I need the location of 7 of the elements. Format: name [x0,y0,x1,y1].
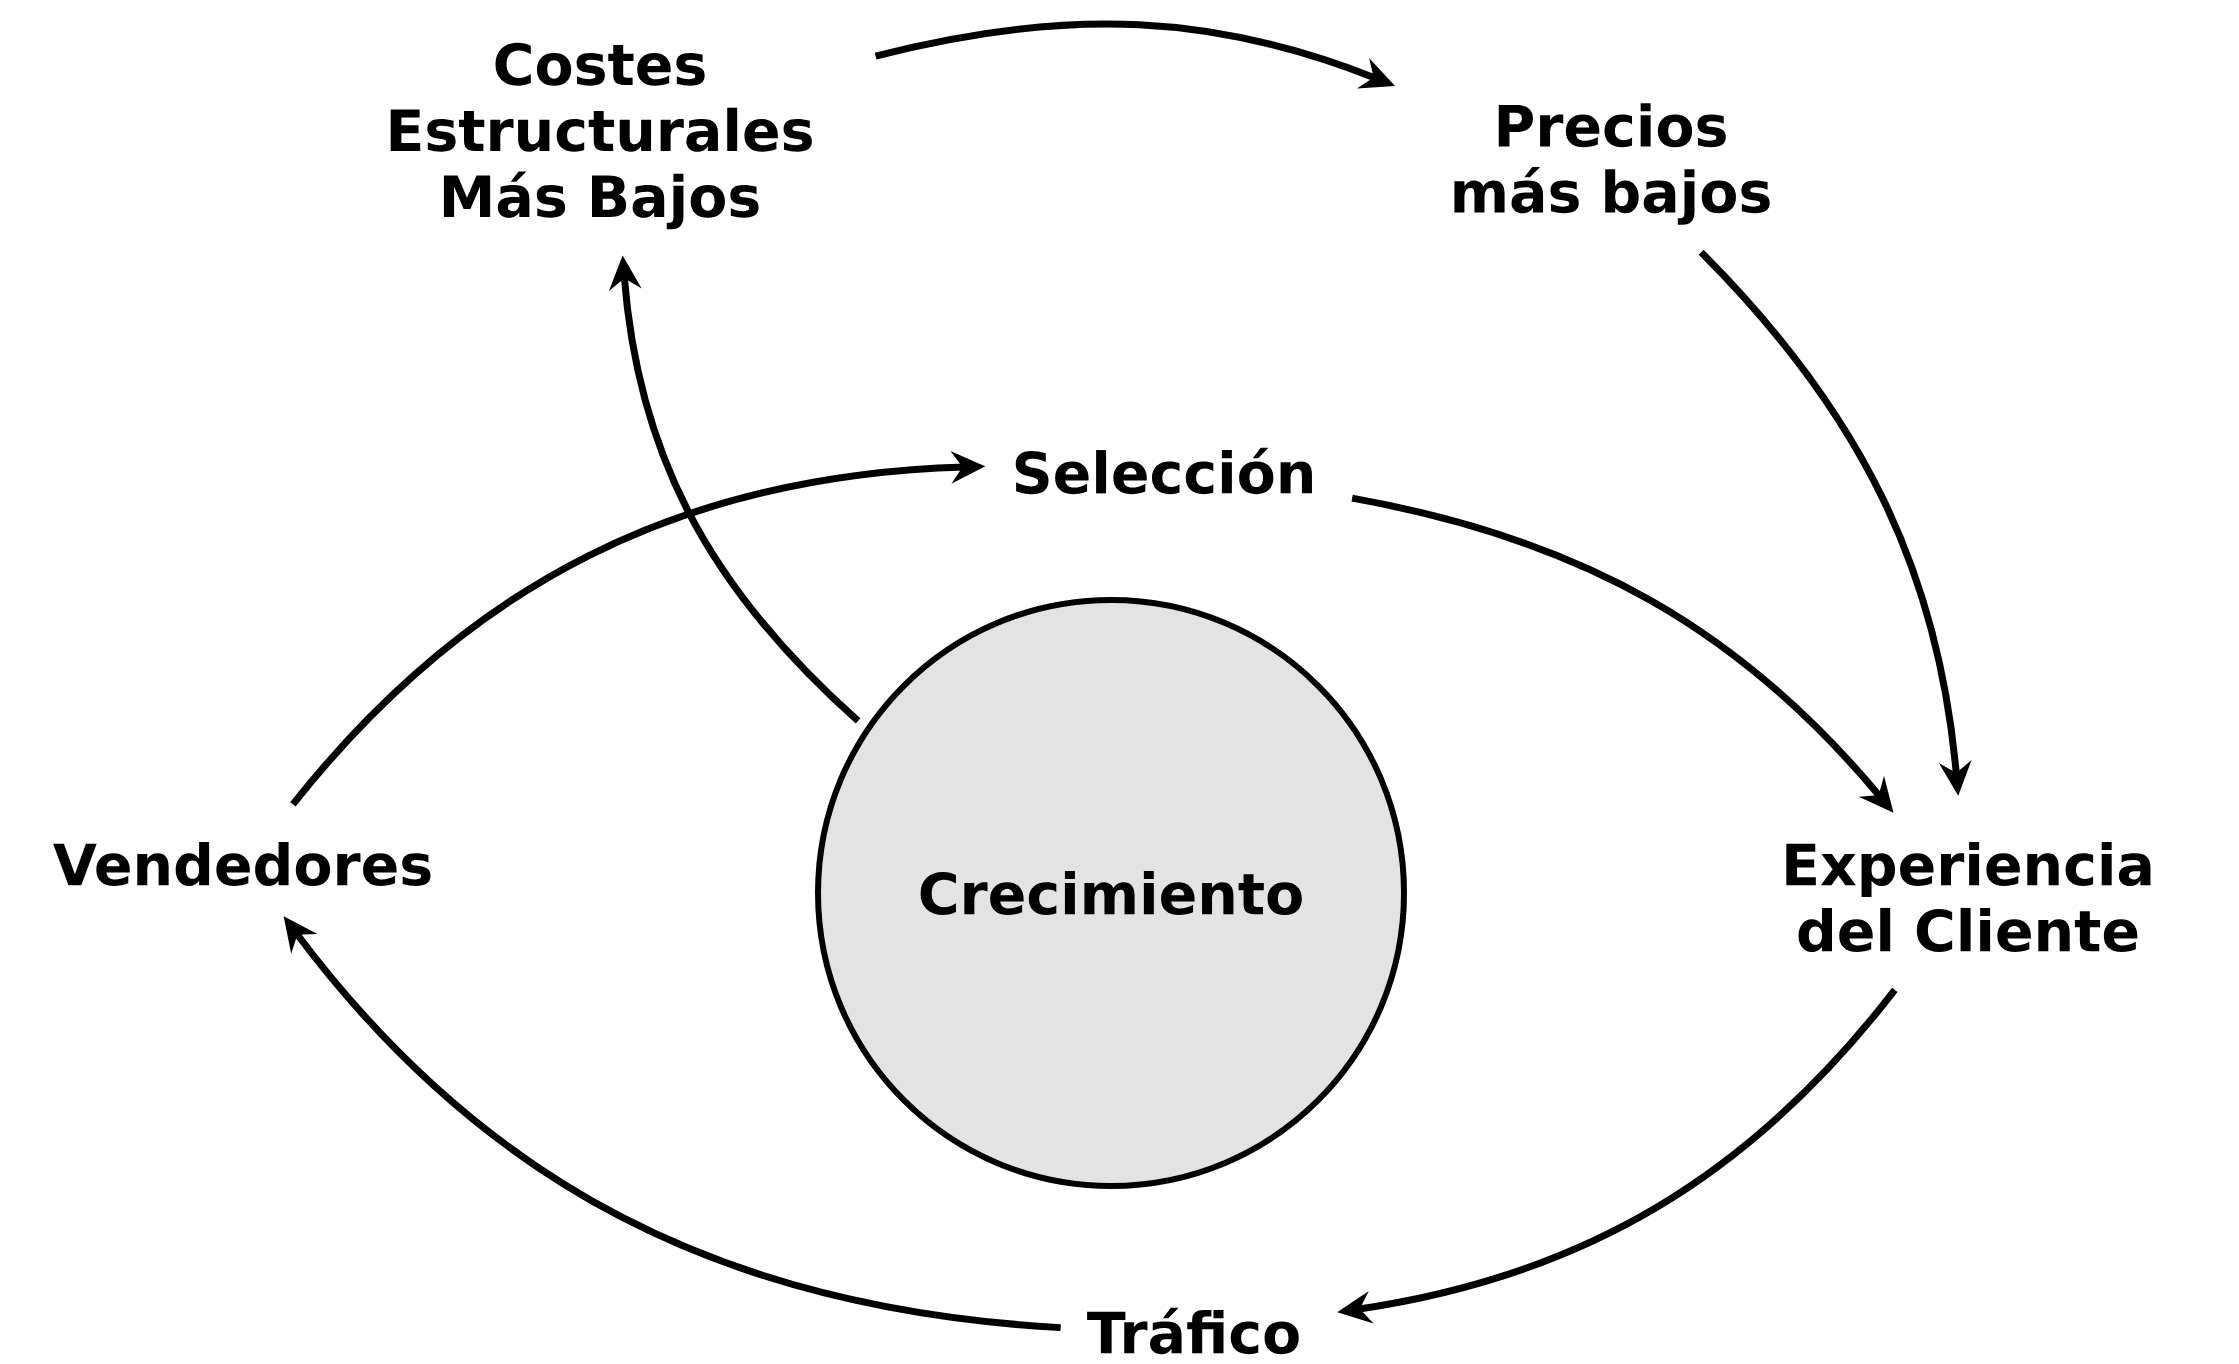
node-label: Vendedores [53,841,431,887]
node-label: Costes Estructurales Más Bajos [390,42,812,230]
node-label: Tráfico [1087,1307,1299,1355]
node-label: Precios más bajos [1454,103,1770,225]
node-label: Selección [1015,447,1312,495]
circle-node: Crecimiento [815,597,1407,1189]
node-label: Experiencia del Cliente [1786,841,2151,953]
